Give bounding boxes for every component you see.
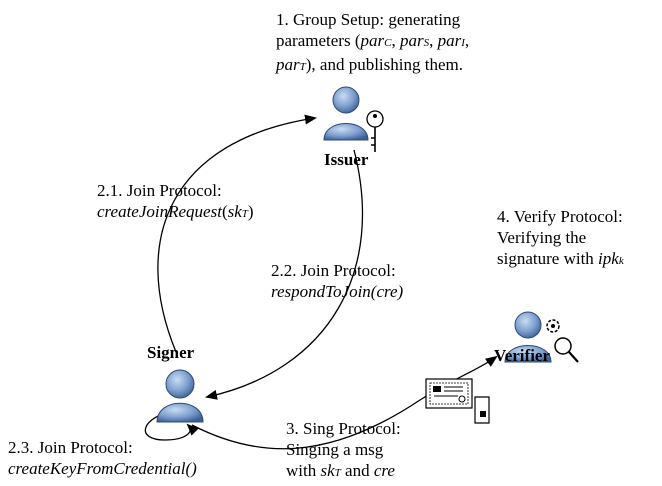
sign-protocol-label: 3. Sing Protocol: Singing a msg with skT… <box>286 419 401 480</box>
signer-label: Signer <box>147 343 195 362</box>
group-setup-line3: parT), and publishing them. <box>276 55 463 74</box>
join-request-label: 2.1. Join Protocol: createJoinRequest(sk… <box>97 180 254 225</box>
message-document-icon <box>474 396 490 424</box>
key-icon <box>366 110 384 152</box>
certificate-icon <box>425 378 473 409</box>
join-request-function: createJoinRequest(skT) <box>97 202 254 221</box>
group-setup-line2: parameters (parC, parS, parI, <box>276 31 470 50</box>
create-key-label: 2.3. Join Protocol: createKeyFromCredent… <box>8 438 197 478</box>
verifier-label: Verifier <box>494 346 551 365</box>
join-request-arrow <box>157 114 317 353</box>
verify-protocol-label: 4. Verify Protocol: Verifying the signat… <box>497 207 624 268</box>
magnifier-icon <box>554 337 579 363</box>
verifier-icon <box>504 311 579 363</box>
group-setup-label: 1. Group Setup: generating parameters (p… <box>276 9 469 78</box>
respond-to-join-label: 2.2. Join Protocol: respondToJoin(cre) <box>271 261 404 301</box>
issuer-icon <box>323 86 384 152</box>
issuer-label: Issuer <box>324 150 369 169</box>
gear-icon <box>546 319 560 333</box>
signer-icon <box>156 369 204 423</box>
group-setup-line1: 1. Group Setup: generating <box>276 10 461 29</box>
create-key-self-loop-arrow <box>144 409 199 441</box>
respond-to-join-arrow <box>205 149 364 400</box>
sign-arrow <box>191 355 498 450</box>
